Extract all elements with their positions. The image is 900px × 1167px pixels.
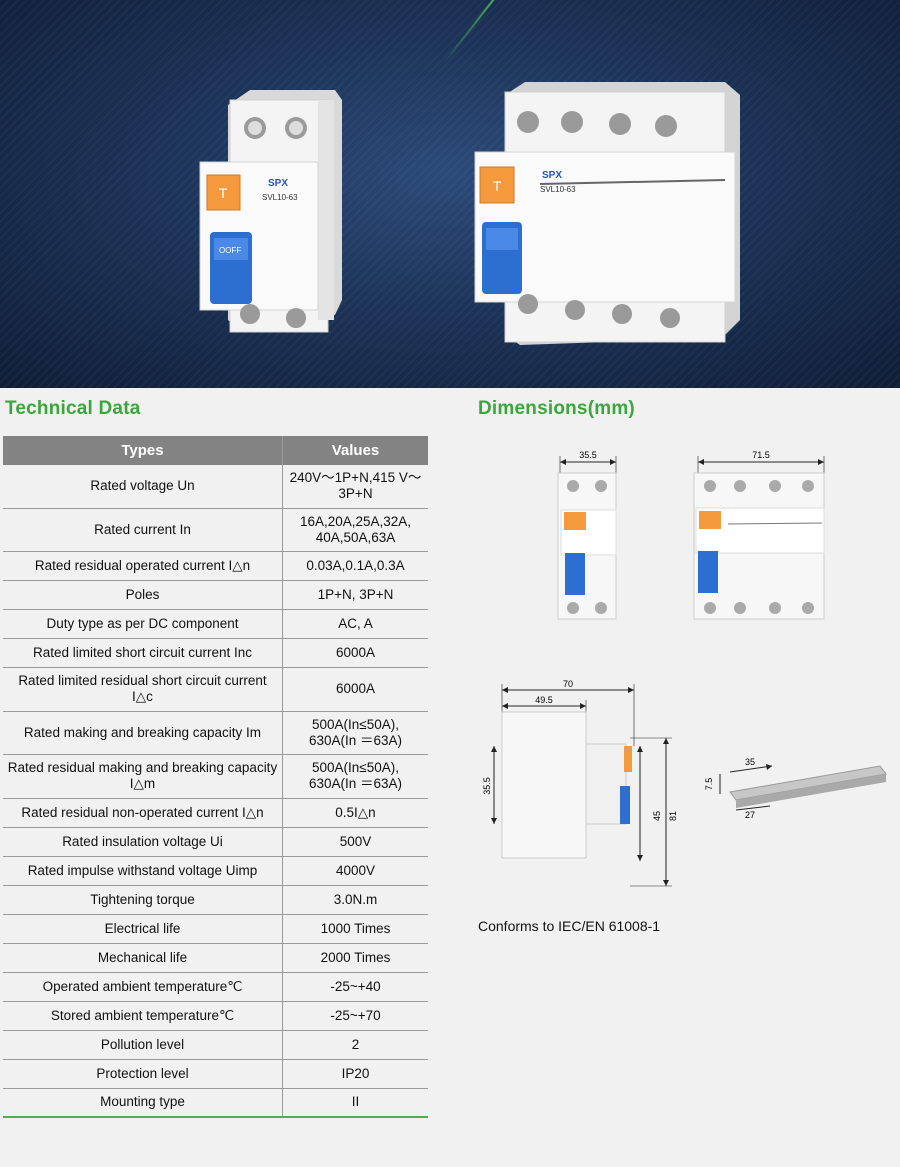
front-view-dimensions: 35.5 71.5	[557, 450, 825, 620]
side-view-dimensions: 70 49.5 35.5 45 81	[482, 679, 678, 887]
row-type: Operated ambient temperature℃	[3, 972, 283, 1002]
row-value: 1P+N, 3P+N	[282, 580, 428, 610]
table-row: Rated residual making and breaking capac…	[3, 754, 428, 799]
svg-text:OOFF: OOFF	[219, 246, 241, 255]
row-type: Mechanical life	[3, 943, 283, 973]
row-type: Electrical life	[3, 914, 283, 944]
svg-text:7.5: 7.5	[704, 778, 714, 791]
row-value: II	[282, 1088, 428, 1118]
table-row: Stored ambient temperature℃-25~+70	[3, 1001, 428, 1031]
row-type: Rated making and breaking capacity Im	[3, 711, 283, 755]
svg-text:35.5: 35.5	[482, 777, 492, 795]
rcd-product-illustration: T SPX SVL10-63 OOFF T SPX SVL10-63	[199, 82, 740, 345]
svg-text:SVL10-63: SVL10-63	[262, 193, 298, 202]
row-value: -25~+40	[282, 972, 428, 1002]
svg-text:35.5: 35.5	[579, 450, 597, 460]
table-header-row: Types Values	[3, 436, 428, 465]
row-type: Protection level	[3, 1059, 283, 1089]
table-row: Rated limited residual short circuit cur…	[3, 667, 428, 712]
row-type: Rated impulse withstand voltage Uimp	[3, 856, 283, 886]
row-type: Rated current In	[3, 508, 283, 552]
svg-text:SVL10-63: SVL10-63	[540, 185, 576, 194]
front-view-4p: 71.5	[693, 450, 825, 620]
din-rail-dimensions: 35 7.5 27	[704, 757, 887, 820]
header-values: Values	[282, 436, 428, 465]
svg-text:81: 81	[668, 811, 678, 821]
dimensions-title: Dimensions(mm)	[478, 398, 635, 419]
row-value: 6000A	[282, 638, 428, 668]
conformity-note: Conforms to IEC/EN 61008-1	[478, 918, 661, 934]
row-value: 4000V	[282, 856, 428, 886]
svg-text:35: 35	[745, 757, 755, 767]
row-value: 3.0N.m	[282, 885, 428, 915]
svg-text:T: T	[219, 185, 228, 201]
row-value: 500V	[282, 827, 428, 857]
row-type: Stored ambient temperature℃	[3, 1001, 283, 1031]
row-value: 240V～1P+N,415 V～3P+N	[282, 465, 428, 509]
row-type: Rated residual making and breaking capac…	[3, 754, 283, 799]
row-type: Rated insulation voltage Ui	[3, 827, 283, 857]
svg-text:SPX: SPX	[268, 178, 288, 189]
row-type: Rated voltage Un	[3, 465, 283, 509]
row-value: 2	[282, 1030, 428, 1060]
svg-text:49.5: 49.5	[535, 695, 553, 705]
row-value: 1000 Times	[282, 914, 428, 944]
header-types: Types	[3, 436, 283, 465]
table-row: Operated ambient temperature℃-25~+40	[3, 972, 428, 1002]
row-type: Pollution level	[3, 1030, 283, 1060]
svg-text:71.5: 71.5	[752, 450, 770, 460]
row-value: 2000 Times	[282, 943, 428, 973]
row-value: 6000A	[282, 667, 428, 712]
row-type: Rated limited short circuit current Inc	[3, 638, 283, 668]
row-type: Tightening torque	[3, 885, 283, 915]
svg-text:SPX: SPX	[542, 170, 562, 181]
svg-text:70: 70	[563, 679, 573, 689]
row-value: 16A,20A,25A,32A, 40A,50A,63A	[282, 508, 428, 552]
svg-text:45: 45	[652, 811, 662, 821]
row-type: Rated residual operated current I△n	[3, 551, 283, 581]
svg-text:27: 27	[745, 810, 755, 820]
row-value: 0.03A,0.1A,0.3A	[282, 551, 428, 581]
hero-background-texture	[0, 0, 900, 388]
row-type: Poles	[3, 580, 283, 610]
front-view-2p: 35.5	[557, 450, 617, 620]
row-value: IP20	[282, 1059, 428, 1089]
row-value: -25~+70	[282, 1001, 428, 1031]
row-value: 500A(In≤50A), 630A(In ＝63A)	[282, 754, 428, 799]
row-type: Rated limited residual short circuit cur…	[3, 667, 283, 712]
row-type: Mounting type	[3, 1088, 283, 1118]
row-type: Rated residual non-operated current I△n	[3, 798, 283, 828]
row-value: 500A(In≤50A), 630A(In ＝63A)	[282, 711, 428, 755]
svg-text:T: T	[493, 178, 502, 194]
row-type: Duty type as per DC component	[3, 609, 283, 639]
technical-data-title: Technical Data	[5, 398, 141, 419]
row-value: AC, A	[282, 609, 428, 639]
row-value: 0.5I△n	[282, 798, 428, 828]
product-hero-image: T SPX SVL10-63 OOFF T SPX SVL10-63	[0, 0, 900, 388]
rcd-2p-device: T SPX SVL10-63 OOFF	[199, 90, 342, 333]
rcd-4p-device: T SPX SVL10-63	[474, 82, 740, 345]
